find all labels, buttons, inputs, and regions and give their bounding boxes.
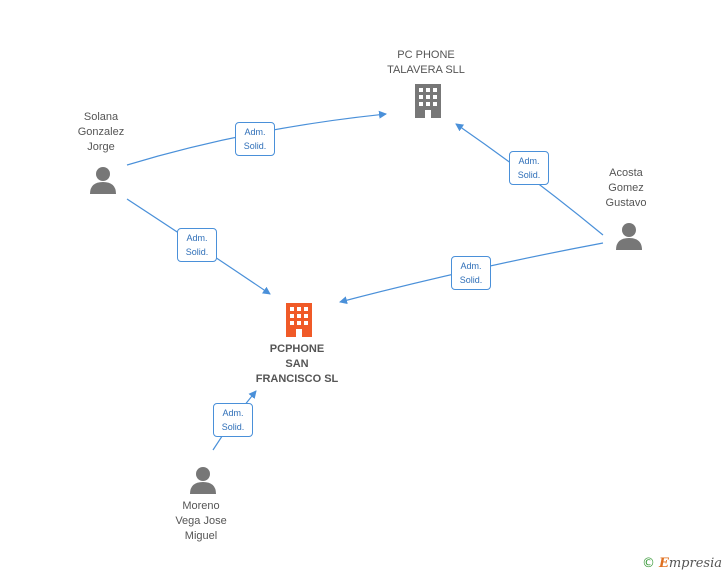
edge-label-line: Solid. [459,275,483,285]
edge-label-line: Adm. [244,127,266,137]
edge-label-line: Adm. [186,233,208,243]
edge-label-line: Solid. [243,141,267,151]
label-line: TALAVERA SLL [387,64,465,76]
label-line: Miguel [184,530,218,542]
person-icon[interactable] [615,222,643,255]
edge-label-solana-talavera[interactable]: Adm. Solid. [235,122,275,156]
brand-initial: E [658,556,669,571]
label-line: SAN [285,358,309,370]
edge-label-line: Solid. [185,247,209,257]
label-line: Solana [83,111,119,123]
company-label-talavera[interactable]: PC PHONE TALAVERA SLL [366,48,486,78]
person-label-acosta[interactable]: Acosta Gomez Gustavo [586,166,666,211]
edge-label-line: Adm. [460,261,482,271]
label-line: FRANCISCO SL [255,373,339,385]
label-line: Gustavo [605,197,647,209]
edge-label-solana-main[interactable]: Adm. Solid. [177,228,217,262]
label-line: PCPHONE [269,343,325,355]
person-icon[interactable] [189,466,217,499]
edge-label-acosta-talavera[interactable]: Adm. Solid. [509,151,549,185]
person-label-solana[interactable]: Solana Gonzalez Jorge [51,110,151,155]
building-icon[interactable] [284,303,314,342]
building-icon[interactable] [413,84,443,123]
copyright-icon: © [641,556,655,571]
person-label-moreno[interactable]: Moreno Vega Jose Miguel [159,499,243,544]
edge-label-line: Solid. [517,170,541,180]
label-line: Vega Jose [175,515,227,527]
label-line: Gonzalez [77,126,125,138]
edge-label-line: Solid. [221,422,245,432]
label-line: Gomez [608,182,644,194]
empresia-watermark: ©Empresia [642,556,722,571]
person-icon[interactable] [89,166,117,199]
label-line: Acosta [609,167,643,179]
edge-label-line: Adm. [222,408,244,418]
edge-label-moreno-main[interactable]: Adm. Solid. [213,403,253,437]
brand-name: mpresia [668,556,722,571]
label-line: Jorge [87,141,115,153]
label-line: Moreno [182,500,220,512]
company-label-main[interactable]: PCPHONE SAN FRANCISCO SL [237,342,357,387]
edge-label-line: Adm. [518,156,540,166]
edge-label-acosta-main[interactable]: Adm. Solid. [451,256,491,290]
label-line: PC PHONE [397,49,455,61]
